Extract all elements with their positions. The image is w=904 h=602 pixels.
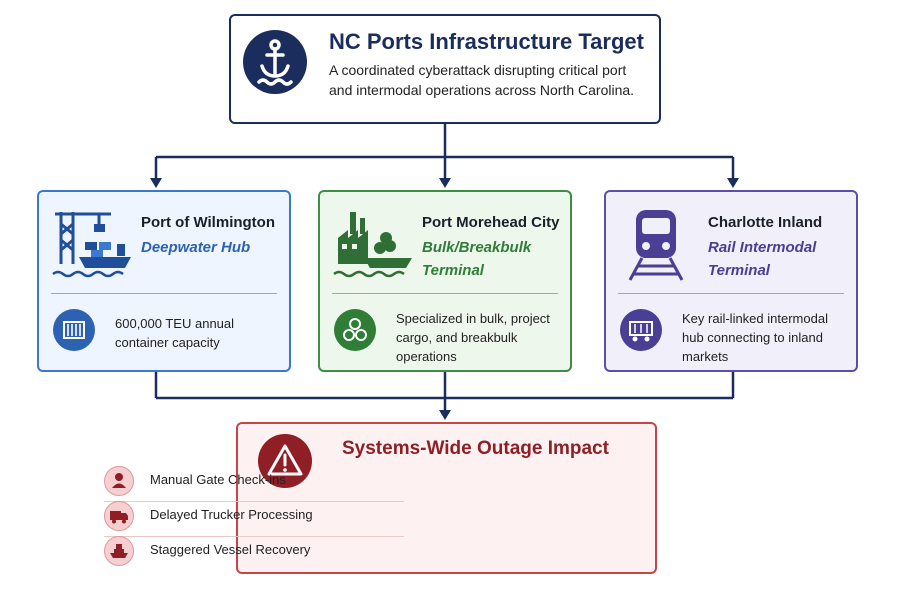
- anchor-icon: [243, 30, 307, 94]
- impact-title: Systems-Wide Outage Impact: [342, 438, 609, 459]
- ship-icon: [104, 536, 134, 566]
- port-card-morehead-city: Port Morehead City Bulk/Breakbulk Termin…: [318, 190, 572, 372]
- port-name: Port of Wilmington: [141, 214, 276, 231]
- truck-icon: [104, 501, 134, 531]
- divider: [104, 501, 404, 502]
- divider: [51, 293, 277, 294]
- divider: [332, 293, 558, 294]
- port-fact: 600,000 TEU annual container capacity: [115, 316, 235, 350]
- port-name: Charlotte Inland: [708, 214, 823, 231]
- impact-item: Staggered Vessel Recovery: [104, 536, 404, 566]
- port-fact: Key rail-linked intermodal hub connectin…: [682, 311, 828, 364]
- impact-box: Systems-Wide Outage Impact: [236, 422, 657, 574]
- warning-icon: [258, 434, 312, 488]
- port-fact: Specialized in bulk, project cargo, and …: [396, 311, 550, 364]
- industrial-barge-icon: [330, 202, 414, 286]
- impact-item: Delayed Trucker Processing: [104, 501, 404, 537]
- impact-item-label: Manual Gate Check-ins: [150, 472, 286, 487]
- port-name: Port Morehead City: [422, 214, 560, 231]
- target-description: A coordinated cyberattack disrupting cri…: [329, 62, 635, 98]
- rail-freight-car-icon: [620, 309, 662, 351]
- impact-item-label: Delayed Trucker Processing: [150, 507, 313, 522]
- port-role: Bulk/Breakbulk Terminal: [422, 239, 532, 279]
- divider: [618, 293, 844, 294]
- impact-item-label: Staggered Vessel Recovery: [150, 542, 311, 557]
- port-role: Deepwater Hub: [141, 239, 251, 256]
- port-card-charlotte-inland: Charlotte Inland Rail Intermodal Termina…: [604, 190, 858, 372]
- target-box: NC Ports Infrastructure Target A coordin…: [229, 14, 661, 124]
- port-role: Rail Intermodal Terminal: [708, 239, 817, 279]
- person-icon: [104, 466, 134, 496]
- port-card-wilmington: Port of Wilmington Deepwater Hub 600,000…: [37, 190, 291, 372]
- train-icon: [616, 202, 700, 286]
- impact-item: Manual Gate Check-ins: [104, 466, 404, 502]
- target-title: NC Ports Infrastructure Target: [329, 29, 644, 54]
- container-crane-ship-icon: [49, 202, 133, 286]
- divider: [104, 536, 404, 537]
- bulk-materials-icon: [334, 309, 376, 351]
- shipping-container-icon: [53, 309, 95, 351]
